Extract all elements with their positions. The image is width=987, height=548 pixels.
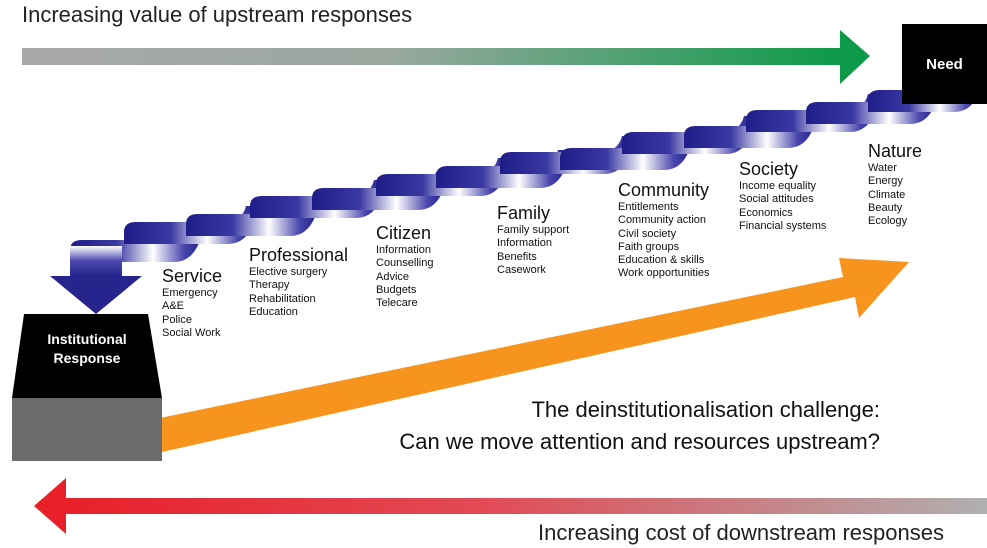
stage-title: Family [497, 203, 550, 223]
stage-item: Casework [497, 263, 546, 276]
upstream-value-label: Increasing value of upstream responses [22, 2, 413, 27]
stage-item: Telecare [376, 297, 418, 310]
stage-item: Faith groups [618, 240, 680, 253]
stage-item: Emergency [162, 287, 218, 299]
stage-item: Family support [497, 224, 570, 236]
deinstitutionalisation-challenge: The deinstitutionalisation challenge: Ca… [399, 394, 880, 458]
stage-title: Nature [868, 141, 923, 161]
stage-professional: Professional Elective surgery Therapy Re… [249, 244, 348, 319]
institutional-response-label: Institutional Response [12, 330, 162, 368]
need-label: Need [926, 55, 963, 73]
stage-title: Professional [249, 245, 349, 265]
stage-service: Service Emergency A&E Police Social Work [162, 265, 222, 340]
stage-item: Elective surgery [249, 266, 328, 278]
stage-item: Benefits [497, 250, 537, 263]
challenge-line1: The deinstitutionalisation challenge: [531, 397, 880, 422]
stage-item: Education [249, 305, 298, 318]
institutional-response-block [12, 314, 162, 461]
stage-item: Climate [868, 188, 906, 201]
stage-item: Income equality [739, 180, 817, 192]
descending-arrow-head [50, 276, 142, 314]
stage-item: Economics [739, 206, 793, 219]
stage-item: Financial systems [739, 219, 827, 232]
stage-item: Social attitudes [739, 193, 814, 206]
institutional-response-line2: Response [53, 350, 121, 366]
descending-arrow-shaft [70, 246, 122, 276]
stage-title: Service [162, 266, 223, 286]
stage-item: Education & skills [618, 254, 705, 267]
stage-item: Ecology [868, 215, 908, 228]
stage-title: Community [618, 180, 710, 200]
stage-nature: Nature Water Energy Climate Beauty Ecolo… [868, 140, 922, 228]
stage-item: Rehabilitation [249, 292, 316, 305]
downstream-cost-label: Increasing cost of downstream responses [538, 520, 944, 545]
stage-item: Entitlements [618, 201, 679, 213]
stage-item: Budgets [376, 283, 417, 296]
downstream-cost-arrow [34, 478, 987, 534]
stage-item: Work opportunities [618, 267, 710, 280]
stage-society: Society Income equality Social attitudes… [739, 158, 826, 233]
stage-item: Information [497, 237, 553, 250]
stage-item: Therapy [249, 279, 290, 292]
stage-item: Information [376, 244, 432, 256]
need-box: Need [902, 24, 987, 104]
stage-item: Police [162, 313, 192, 326]
stage-item: A&E [162, 300, 185, 313]
stage-item: Social Work [162, 326, 221, 339]
challenge-line2: Can we move attention and resources upst… [399, 429, 880, 454]
stage-item: Counselling [376, 257, 434, 270]
upstream-challenge-arrow [160, 258, 909, 452]
stage-family: Family Family support Information Benefi… [497, 202, 569, 277]
institutional-response-line1: Institutional [47, 331, 127, 347]
stage-community: Community Entitlements Community action … [618, 179, 710, 281]
upstream-value-arrow [22, 30, 870, 84]
stage-item: Advice [376, 270, 410, 283]
stage-item: Civil society [618, 227, 677, 240]
stage-title: Society [739, 159, 799, 179]
stage-item: Beauty [868, 201, 903, 214]
stage-item: Community action [618, 214, 707, 227]
stage-citizen: Citizen Information Counselling Advice B… [376, 222, 433, 310]
stage-item: Water [868, 162, 897, 174]
stage-item: Energy [868, 175, 903, 188]
stage-title: Citizen [376, 223, 432, 243]
